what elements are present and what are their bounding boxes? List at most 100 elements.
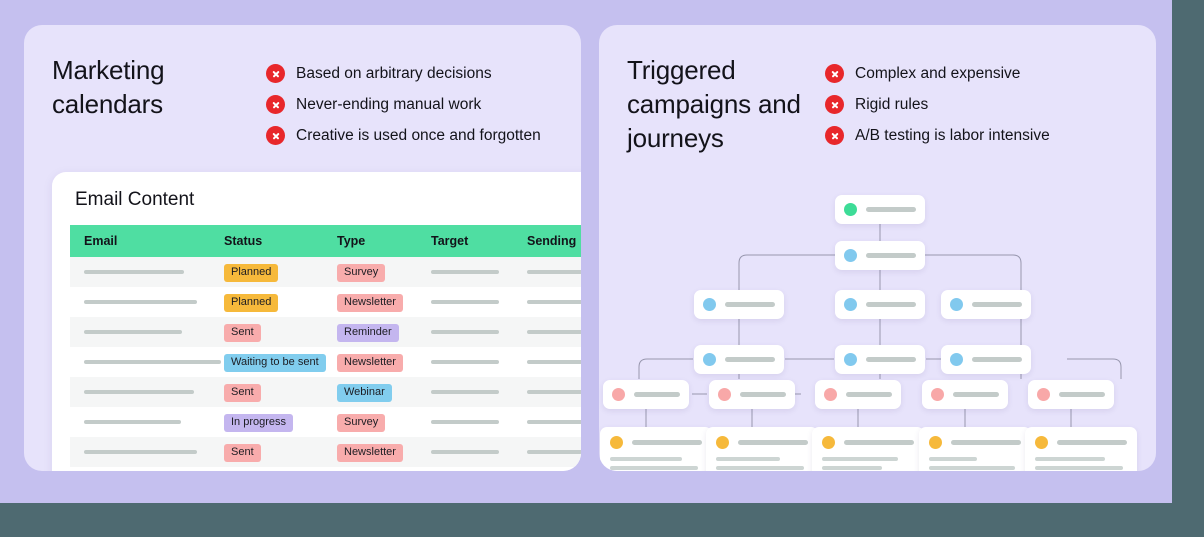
cell-target [417,437,513,467]
type-badge[interactable]: Newsletter [337,444,403,462]
triggered-campaigns-card: Triggered campaigns and journeys Complex… [599,25,1156,471]
cell-type: Survey [323,257,417,287]
cell-email [70,347,221,377]
status-badge[interactable]: Sent [224,444,261,462]
table-row[interactable]: Sent Webinar [70,377,581,407]
flow-node[interactable] [835,345,925,374]
cell-target [417,257,513,287]
column-header-type[interactable]: Type [323,225,417,257]
leaf-text-line [716,466,804,470]
status-badge[interactable]: In progress [224,414,294,432]
flow-node[interactable] [941,345,1031,374]
list-item: A/B testing is labor intensive [825,120,1050,151]
column-header-sending[interactable]: Sending [513,225,581,257]
target-placeholder-bar [431,300,499,304]
flow-node[interactable] [709,380,795,409]
status-dot-blue [950,353,963,366]
node-label-placeholder [738,440,808,445]
node-label-placeholder [866,253,916,258]
journey-flow-diagram [599,165,1156,471]
type-badge[interactable]: Survey [337,264,386,282]
table-row[interactable]: Waiting to be sent Newsletter [70,347,581,377]
cell-sending [513,407,581,437]
leaf-text-line [610,457,682,461]
table-row[interactable]: Planned Survey [70,257,581,287]
target-placeholder-bar [431,270,499,274]
status-badge[interactable]: Sent [224,324,261,342]
table-header-row: Email Status Type Target Sending [70,225,581,257]
column-header-status[interactable]: Status [210,225,323,257]
type-badge[interactable]: Survey [337,414,386,432]
node-label-placeholder [740,392,786,397]
sending-placeholder-bar [527,300,581,304]
table-row[interactable]: Sent Newsletter [70,437,581,467]
table-row[interactable]: In progress Survey [70,407,581,437]
node-label-placeholder [866,207,916,212]
status-dot-yellow [929,436,942,449]
flow-leaf-card[interactable] [706,427,818,471]
status-dot-pink [1037,388,1050,401]
cell-sending [513,287,581,317]
status-badge[interactable]: Sent [224,384,261,402]
list-item: Based on arbitrary decisions [266,58,541,89]
stage: Marketing calendars Based on arbitrary d… [0,0,1172,503]
email-placeholder-bar [84,420,181,424]
bullet-label: Complex and expensive [855,64,1021,82]
status-badge[interactable]: Waiting to be sent [224,354,326,372]
table-row[interactable]: Planned Newsletter [70,287,581,317]
target-placeholder-bar [431,390,499,394]
flow-node[interactable] [694,290,784,319]
list-item: Complex and expensive [825,58,1050,89]
flow-node[interactable] [922,380,1008,409]
flow-node[interactable] [835,290,925,319]
flow-node[interactable] [835,241,925,270]
cell-type: Newsletter [323,437,417,467]
flow-node[interactable] [815,380,901,409]
cell-email [70,257,210,287]
right-card-bullet-list: Complex and expensive Rigid rules A/B te… [825,58,1050,151]
list-item: Rigid rules [825,89,1050,120]
x-circle-icon [825,64,844,83]
flow-node[interactable] [1028,380,1114,409]
column-header-target[interactable]: Target [417,225,513,257]
node-label-placeholder [951,440,1021,445]
type-badge[interactable]: Reminder [337,324,399,342]
node-label-placeholder [846,392,892,397]
bullet-label: Rigid rules [855,95,929,113]
flow-node[interactable] [941,290,1031,319]
bullet-label: A/B testing is labor intensive [855,126,1050,144]
flow-leaf-card[interactable] [600,427,712,471]
cell-sending [513,437,581,467]
cell-type: Survey [323,407,417,437]
type-badge[interactable]: Webinar [337,384,392,402]
flow-leaf-card[interactable] [812,427,924,471]
cell-target [417,287,513,317]
status-badge[interactable]: Planned [224,294,279,312]
flow-node[interactable] [694,345,784,374]
status-dot-green [844,203,857,216]
cell-target [417,377,513,407]
flow-leaf-card[interactable] [1025,427,1137,471]
list-item: Creative is used once and forgotten [266,120,541,151]
sending-placeholder-bar [527,390,581,394]
x-circle-icon [825,126,844,145]
left-card-bullet-list: Based on arbitrary decisions Never-endin… [266,58,541,151]
flow-node-root[interactable] [835,195,925,224]
node-label-placeholder [632,440,702,445]
cell-status: Waiting to be sent [210,347,326,377]
node-label-placeholder [634,392,680,397]
type-badge[interactable]: Newsletter [337,294,403,312]
panel-title: Email Content [75,189,195,210]
column-header-email[interactable]: Email [70,225,210,257]
email-placeholder-bar [84,360,221,364]
status-dot-pink [612,388,625,401]
leaf-text-line [929,466,1015,470]
marketing-calendars-card: Marketing calendars Based on arbitrary d… [24,25,581,471]
flow-node[interactable] [603,380,689,409]
table-row[interactable]: Sent Reminder [70,317,581,347]
status-badge[interactable]: Planned [224,264,279,282]
type-badge[interactable]: Newsletter [337,354,403,372]
flow-leaf-card[interactable] [919,427,1031,471]
status-dot-blue [844,353,857,366]
node-label-placeholder [844,440,914,445]
